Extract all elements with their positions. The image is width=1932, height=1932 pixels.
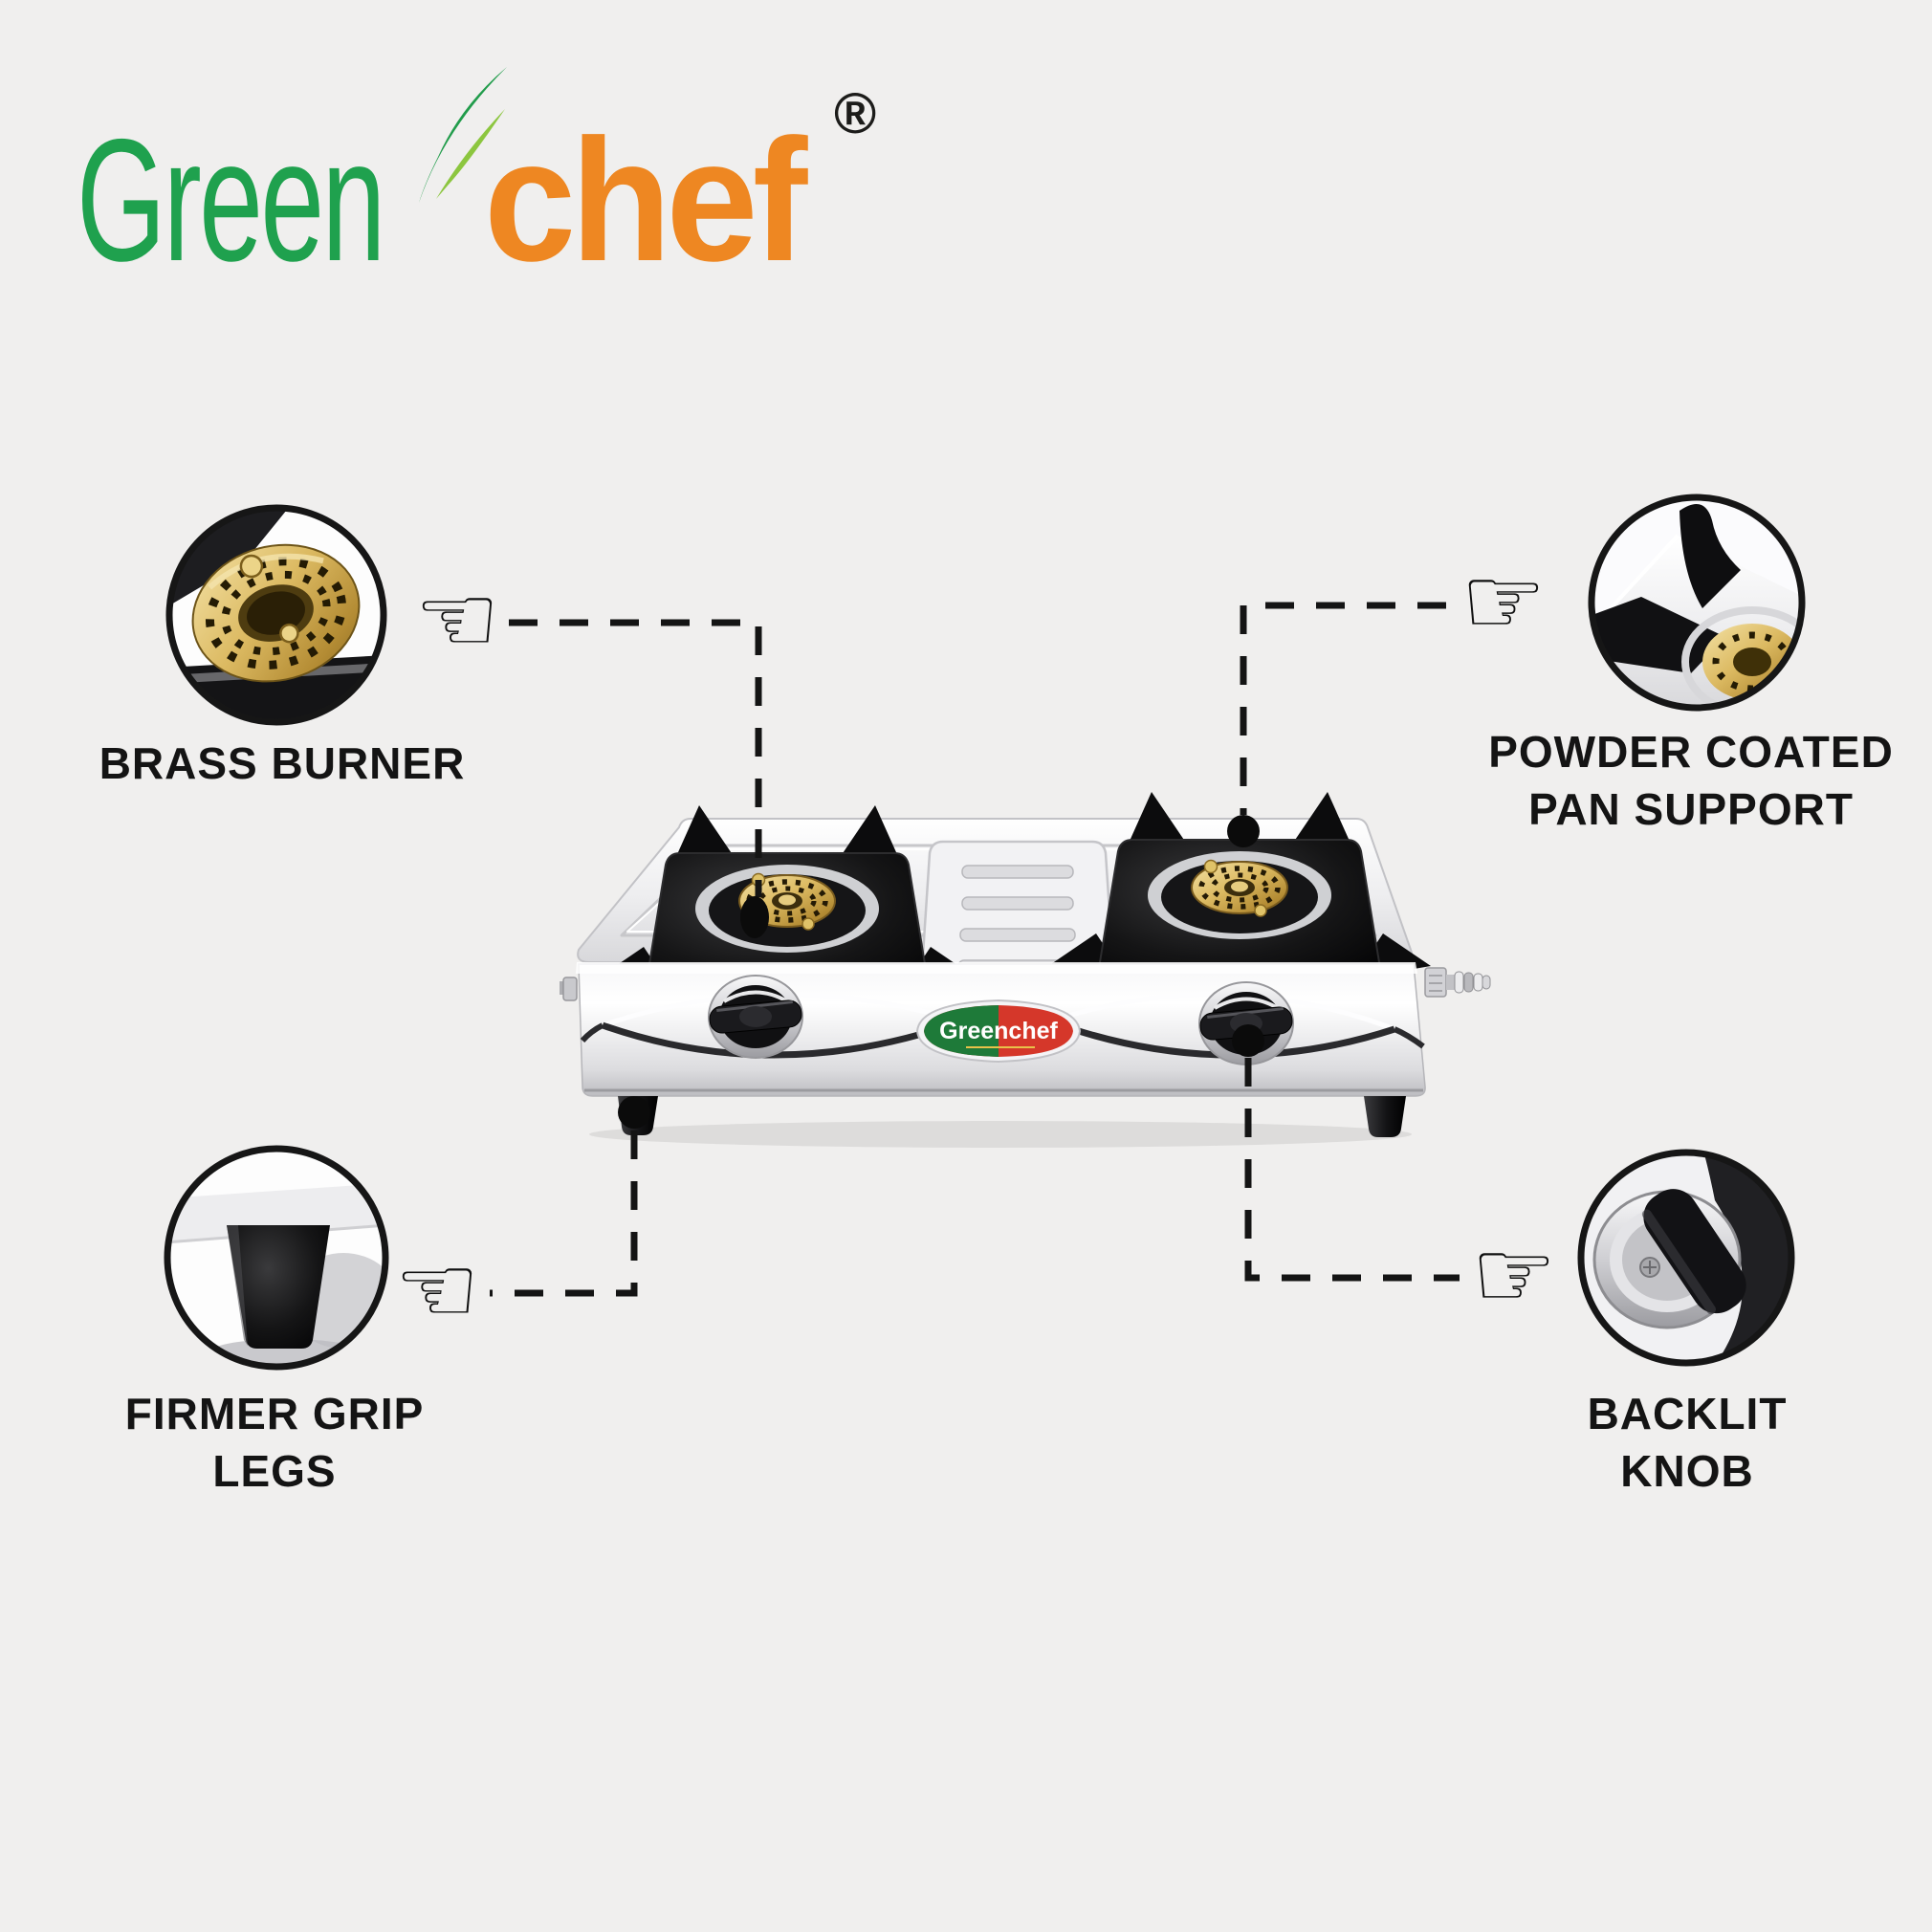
stove-brand-badge: Greenchef	[915, 999, 1082, 1064]
connector-endpoint-dots	[618, 815, 1264, 1129]
callout-circle-border	[165, 504, 387, 726]
connector-grip-legs	[490, 1131, 638, 1297]
dot-brass-burner	[740, 896, 769, 938]
connector-pan-support	[1240, 602, 1446, 815]
logo-word-green: Green	[77, 102, 385, 297]
pointing-hand-right-icon: ☞	[1471, 1218, 1557, 1330]
pointing-hand-left-icon: ☜	[394, 1234, 480, 1346]
logo-word-chef: chef	[484, 102, 807, 297]
connector-backlit-knob	[1244, 1058, 1460, 1282]
right-burner	[1048, 792, 1431, 982]
registered-trademark-icon: ®	[834, 81, 877, 145]
pointing-hand-right-icon: ☞	[1460, 545, 1547, 657]
panel-slot	[959, 928, 1076, 942]
gas-stove-photo: Greenchef	[560, 792, 1491, 1148]
dot-grip-legs	[618, 1096, 650, 1129]
callout-circle-border	[164, 1145, 389, 1371]
callout-photo-pan-support	[1594, 500, 1799, 705]
stove-badge-text: Greenchef	[939, 1018, 1058, 1044]
stove-shadow	[589, 1121, 1412, 1148]
connector-brass-burner	[509, 619, 762, 897]
callout-circle-border	[1588, 494, 1806, 712]
panel-slot	[961, 896, 1074, 911]
callout-circle-border	[1577, 1149, 1795, 1367]
callout-photo-backlit-knob	[1584, 1155, 1789, 1360]
logo-leaf-icon	[419, 67, 507, 203]
connector-lines	[490, 602, 1460, 1297]
left-control-knob	[708, 975, 803, 1059]
gas-inlet-nozzle	[1424, 967, 1491, 998]
panel-slot	[961, 865, 1074, 879]
pointing-hand-left-icon: ☜	[414, 563, 500, 675]
stove-right-leg	[1364, 1096, 1406, 1137]
callout-photo-grip-legs	[170, 1152, 383, 1364]
front-wave-left	[601, 1018, 963, 1059]
ignition-stub	[560, 977, 578, 1001]
dot-backlit-knob	[1232, 1024, 1264, 1057]
callout-label-brass-burner: BRASS BURNER	[99, 738, 466, 788]
dot-pan-support	[1227, 815, 1260, 847]
